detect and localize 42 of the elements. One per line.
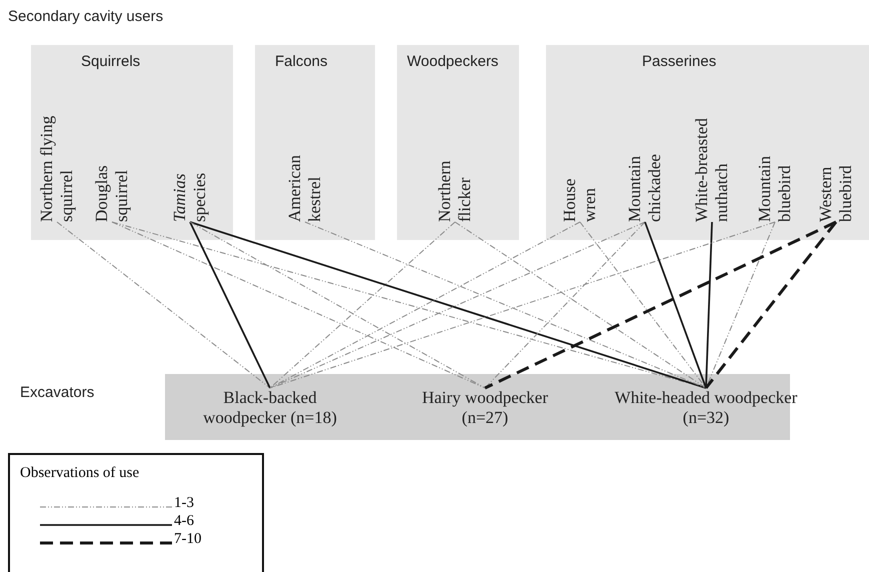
species-label: American kestrel (285, 144, 325, 222)
connector-line (704, 221, 838, 389)
species-label: Mountain chickadee (625, 140, 665, 222)
excavator-label: Black-backed woodpecker (n=18) (180, 388, 360, 428)
group-heading: Falcons (275, 53, 328, 70)
connector-line (190, 222, 486, 388)
group-heading: Woodpeckers (407, 53, 498, 70)
legend-text: 1-3 (174, 495, 194, 511)
connector-line (484, 220, 837, 390)
connector-line (112, 222, 486, 388)
heading: Secondary cavity users (8, 8, 164, 25)
connector-line (644, 222, 707, 388)
connector-line (454, 222, 706, 388)
legend-text: 4-6 (174, 513, 194, 529)
excavator-label: White-headed woodpecker (n=32) (601, 388, 811, 428)
group-panel (255, 45, 375, 240)
group-panel (31, 45, 233, 240)
group-heading: Excavators (20, 384, 94, 401)
species-label: White-breasted nuthatch (692, 104, 732, 222)
group-heading: Squirrels (81, 53, 140, 70)
connector-line (189, 222, 271, 388)
connector-line (304, 222, 706, 388)
connector-line (484, 222, 646, 388)
species-label: Western bluebird (816, 154, 856, 222)
legend-text: 7-10 (174, 531, 202, 547)
species-label: Douglas squirrel (92, 152, 132, 222)
species-label: Northern flying squirrel (37, 87, 77, 222)
species-label: Tamias species (170, 162, 210, 222)
group-panel (397, 45, 519, 240)
legend-title: Observations of use (20, 465, 140, 482)
group-panel (546, 45, 869, 240)
connector-line (56, 222, 270, 388)
species-label: Mountain bluebird (755, 142, 795, 222)
connector-line (270, 222, 646, 388)
connector-line (580, 222, 706, 388)
excavator-label: Hairy woodpecker (n=27) (410, 388, 560, 428)
group-heading: Passerines (642, 53, 716, 70)
species-label: House wren (560, 164, 600, 222)
connector-line (270, 222, 776, 388)
connector-line (270, 222, 456, 388)
species-label: Northern flicker (435, 150, 475, 222)
connector-line (705, 222, 713, 388)
